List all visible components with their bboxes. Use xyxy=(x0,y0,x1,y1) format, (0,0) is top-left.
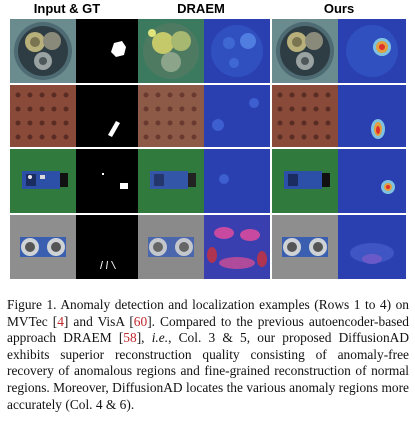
header-ours: Ours xyxy=(323,1,355,16)
row3-ours-reconstruction xyxy=(272,149,338,213)
row2-ground-truth-mask xyxy=(76,85,138,147)
row2-input-image xyxy=(10,85,76,147)
row2-ours-reconstruction xyxy=(272,85,338,147)
caption-text-2: ] and VisA [ xyxy=(63,313,134,329)
citation-link-4[interactable]: 4 xyxy=(57,313,64,329)
row4-draem-reconstruction xyxy=(138,215,204,279)
row4-ground-truth-mask xyxy=(76,215,138,279)
row3-ground-truth-mask xyxy=(76,149,138,213)
row4-draem-heatmap xyxy=(204,215,270,279)
header-input-gt: Input & GT xyxy=(33,1,101,16)
row1-draem-reconstruction xyxy=(138,19,204,83)
header-draem: DRAEM xyxy=(177,1,225,16)
caption-text-5: , Col. 3 & 5, our proposed DiffusionAD e… xyxy=(7,330,410,412)
row1-draem-heatmap xyxy=(204,19,270,83)
citation-link-60[interactable]: 60 xyxy=(133,313,148,329)
caption-ie: i.e. xyxy=(151,330,169,346)
row2-draem-heatmap xyxy=(204,85,270,147)
row1-ground-truth-mask xyxy=(76,19,138,83)
row3-draem-heatmap xyxy=(204,149,270,213)
row3-ours-heatmap xyxy=(338,149,406,213)
row4-ours-reconstruction xyxy=(272,215,338,279)
caption-text-1: Figure 1. Anomaly detection and localiza… xyxy=(7,297,409,329)
caption-text-4: ], xyxy=(136,330,152,346)
row2-draem-reconstruction xyxy=(138,85,204,147)
citation-link-58[interactable]: 58 xyxy=(123,330,137,346)
row1-ours-reconstruction xyxy=(272,19,338,83)
row3-draem-reconstruction xyxy=(138,149,204,213)
row2-ours-heatmap xyxy=(338,85,406,147)
row3-input-image xyxy=(10,149,76,213)
row4-ours-heatmap xyxy=(338,215,406,279)
row4-input-image xyxy=(10,215,76,279)
row1-ours-heatmap xyxy=(338,19,406,83)
row1-input-image xyxy=(10,19,76,83)
caption-text-3: ]. Compared to the previous autoencoder-… xyxy=(7,313,410,346)
figure-caption: Figure 1. Anomaly detection and localiza… xyxy=(7,297,409,413)
figure-grid: Input & GT DRAEM Ours xyxy=(10,1,406,279)
